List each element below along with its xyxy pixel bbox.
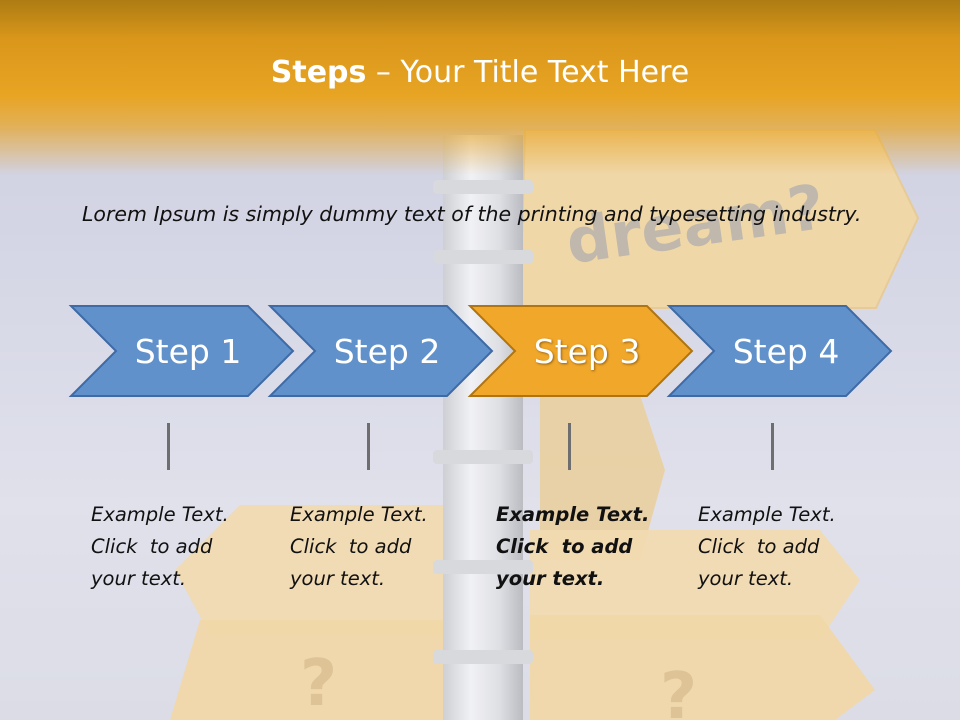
step-2-label: Step 2 (333, 332, 441, 371)
desc-line: Example Text. (91, 503, 229, 526)
desc-line: Example Text. (496, 503, 650, 526)
desc-line: Click to add (496, 535, 633, 558)
slide-title[interactable]: Steps – Your Title Text Here (0, 55, 960, 90)
step-3-description[interactable]: Example Text. Click to add your text. (496, 499, 676, 595)
step-1-connector (167, 423, 170, 470)
step-4-label: Step 4 (732, 332, 840, 371)
step-1-description[interactable]: Example Text. Click to add your text. (91, 499, 271, 595)
desc-line: Example Text. (698, 503, 836, 526)
step-1-label: Step 1 (134, 332, 242, 371)
step-2-description[interactable]: Example Text. Click to add your text. (290, 499, 470, 595)
desc-line: Example Text. (290, 503, 428, 526)
step-2-chevron[interactable] (267, 305, 494, 397)
step-4-chevron[interactable] (666, 305, 893, 397)
step-4-description[interactable]: Example Text. Click to add your text. (698, 499, 878, 595)
desc-line: Click to add (290, 535, 412, 558)
question-mark-left: ? (300, 647, 337, 720)
step-1-chevron[interactable] (68, 305, 295, 397)
desc-line: Click to add (91, 535, 213, 558)
intro-text[interactable]: Lorem Ipsum is simply dummy text of the … (82, 202, 862, 226)
desc-line: Click to add (698, 535, 820, 558)
desc-line: your text. (290, 567, 386, 590)
title-bold: Steps (270, 55, 367, 90)
header-band (0, 0, 960, 175)
question-mark-right: ? (660, 660, 697, 720)
step-3-chevron[interactable] (467, 305, 694, 397)
desc-line: your text. (698, 567, 794, 590)
step-4-connector (771, 423, 774, 470)
step-3-connector (568, 423, 571, 470)
desc-line: your text. (496, 567, 605, 590)
desc-line: your text. (91, 567, 187, 590)
step-3-label: Step 3 (533, 332, 641, 371)
step-2-connector (367, 423, 370, 470)
step-chevrons: Step 1 Step 2 Step 3 Step 4 (0, 300, 960, 405)
title-rest: – Your Title Text Here (366, 55, 690, 90)
